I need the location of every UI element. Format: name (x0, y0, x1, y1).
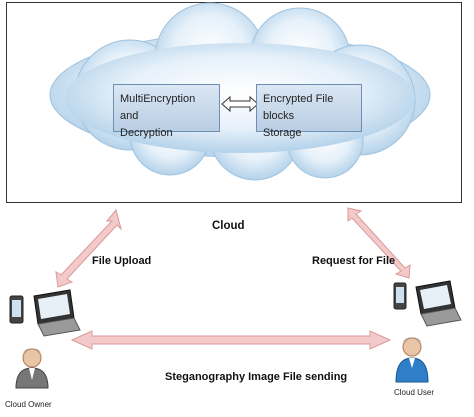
cloud-owner-label: Cloud Owner (5, 400, 52, 409)
owner-phone-icon (9, 295, 24, 324)
encryption-box: MultiEncryption and Decryption (113, 84, 220, 139)
owner-laptop-icon (33, 289, 81, 337)
cloud-user-label: Cloud User (394, 388, 435, 397)
user-avatar-icon (395, 337, 429, 383)
cloud-caption: Cloud (212, 220, 245, 232)
request-arrow (347, 207, 411, 279)
user-phone-icon (393, 282, 407, 310)
sending-arrow (70, 330, 392, 350)
upload-arrow (55, 208, 122, 288)
encryption-box-line2: Decryption (120, 127, 173, 139)
storage-box-line2: Storage (263, 127, 302, 139)
storage-box-line1: Encrypted File blocks (263, 93, 334, 122)
cloud-frame (6, 2, 462, 203)
user-laptop-icon (415, 280, 462, 327)
request-file-label: Request for File (312, 255, 396, 267)
owner-avatar-icon (15, 348, 49, 389)
encryption-box-line1: MultiEncryption and (120, 93, 196, 122)
sending-label: Steganography Image File sending (165, 371, 348, 383)
cloud-shape (49, 2, 431, 181)
storage-box: Encrypted File blocks Storage (256, 84, 362, 139)
file-upload-label: File Upload (92, 255, 152, 267)
